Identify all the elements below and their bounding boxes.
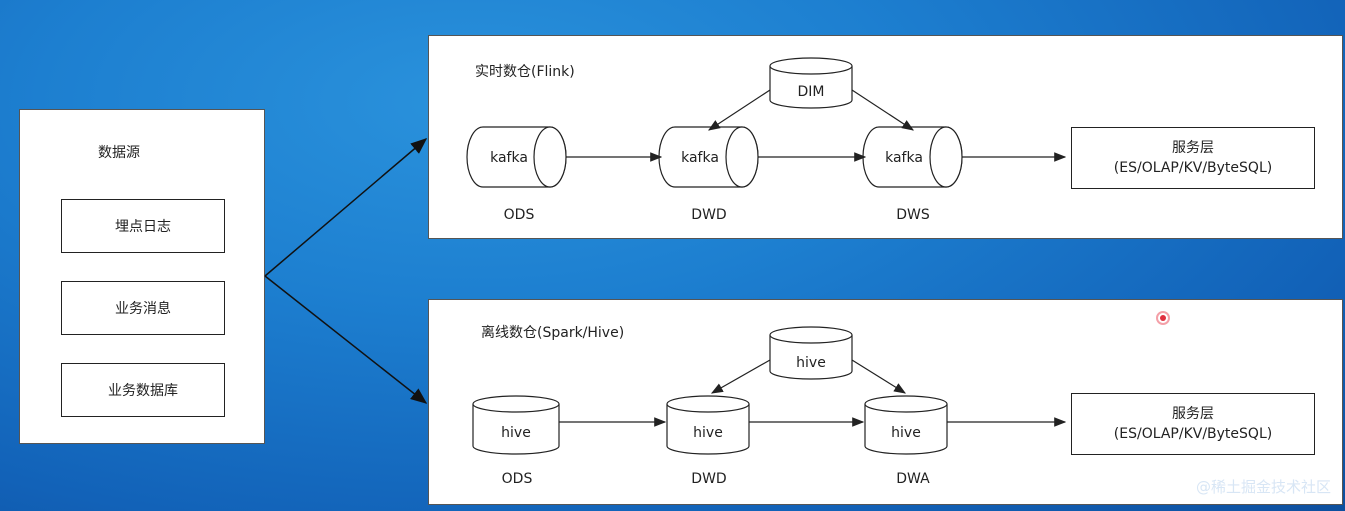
dim-hive-cylinder: hive — [769, 326, 853, 380]
dwa-layer-label: DWA — [896, 471, 930, 487]
service-layer-detail: (ES/OLAP/KV/ByteSQL) — [1113, 160, 1273, 176]
arrow-source-to-realtime — [264, 138, 428, 277]
source-item-business-database: 业务数据库 — [61, 363, 225, 417]
source-item-event-log: 埋点日志 — [61, 199, 225, 253]
dwa-hive-store-label: hive — [891, 425, 921, 441]
ods-kafka-cylinder: kafka — [466, 126, 567, 188]
ods-layer-label: ODS — [504, 207, 535, 223]
offline-warehouse-panel: 离线数仓(Spark/Hive) hive hive hive hive — [428, 299, 1343, 505]
arrow-dim-to-dwd — [710, 359, 771, 394]
realtime-flow-diagram: DIM kafka kafka kafka ODS DWD DWS — [466, 57, 1067, 223]
arrow-dim-to-dws — [851, 89, 915, 131]
offline-service-layer-box: 服务层 (ES/OLAP/KV/ByteSQL) — [1071, 393, 1315, 455]
watermark-text: @稀土掘金技术社区 — [1195, 478, 1331, 496]
arrow-source-to-offline — [264, 275, 428, 404]
dwd-kafka-cylinder: kafka — [658, 126, 759, 188]
dwd-store-label: kafka — [681, 150, 719, 166]
offline-flow-diagram: hive hive hive hive ODS DWD DWA — [472, 326, 1067, 487]
dws-store-label: kafka — [885, 150, 923, 166]
realtime-warehouse-panel: 实时数仓(Flink) DIM kafka kafka kafka — [428, 35, 1343, 239]
ods-store-label: kafka — [490, 150, 528, 166]
service-layer-title: 服务层 — [1172, 140, 1214, 156]
dim-cylinder: DIM — [769, 57, 853, 109]
arrow-dim-to-dwa — [851, 359, 907, 394]
dwd-layer-label: DWD — [691, 207, 726, 223]
arrow-dim-to-dwd — [707, 89, 771, 131]
dwd-hive-store-label: hive — [693, 425, 723, 441]
service-layer-detail: (ES/OLAP/KV/ByteSQL) — [1113, 426, 1273, 442]
offline-warehouse-title: 离线数仓(Spark/Hive) — [481, 325, 625, 341]
service-layer-title: 服务层 — [1172, 406, 1214, 422]
dws-layer-label: DWS — [896, 207, 930, 223]
source-panel-title: 数据源 — [98, 145, 140, 161]
source-item-business-message: 业务消息 — [61, 281, 225, 335]
realtime-warehouse-title: 实时数仓(Flink) — [475, 64, 575, 80]
realtime-service-layer-box: 服务层 (ES/OLAP/KV/ByteSQL) — [1071, 127, 1315, 189]
dwd-hive-cylinder: hive — [666, 395, 750, 455]
ods-hive-store-label: hive — [501, 425, 531, 441]
dim-label: DIM — [798, 84, 825, 100]
source-panel: 数据源 埋点日志 业务消息 业务数据库 — [19, 109, 265, 444]
dwd-layer-label: DWD — [691, 471, 726, 487]
dws-kafka-cylinder: kafka — [862, 126, 963, 188]
dwa-hive-cylinder: hive — [864, 395, 948, 455]
ods-layer-label: ODS — [502, 471, 533, 487]
dim-hive-label: hive — [796, 355, 826, 371]
ods-hive-cylinder: hive — [472, 395, 560, 455]
